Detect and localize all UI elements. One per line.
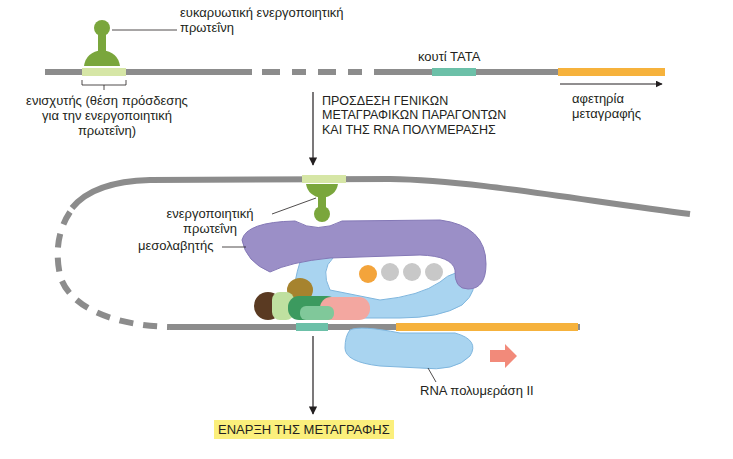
dna-loop xyxy=(58,179,690,327)
tata-box xyxy=(296,323,328,331)
protein-label: ευκαρυωτική ενεργοποιητική πρωτεΐνη xyxy=(180,6,348,36)
dna-top xyxy=(45,68,665,84)
enhancer xyxy=(302,175,346,183)
mediator xyxy=(242,220,486,289)
step-arrow xyxy=(312,92,313,165)
leader-line xyxy=(428,368,436,382)
step-label: ΠΡΟΣΔΕΣΗ ΓΕΝΙΚΩΝ ΜΕΤΑΓΡΑΦΙΚΩΝ ΠΑΡΑΓΟΝΤΩΝ… xyxy=(322,94,522,137)
start-site xyxy=(396,323,578,331)
protein-label: ενεργοποιητική πρωτεΐνη xyxy=(150,207,270,237)
activator-protein xyxy=(84,20,120,66)
transcription-factors xyxy=(254,263,443,320)
mediator-label: μεσολαβητής xyxy=(138,239,228,254)
leader-line xyxy=(272,198,316,214)
enhancer-label: ενισχυτής (θέση πρόσδεσης για την ενεργο… xyxy=(22,94,192,139)
activator-protein-bound xyxy=(306,184,338,222)
polymerase-label: RNA πολυμεράση II xyxy=(420,384,580,399)
direction-arrow xyxy=(490,344,517,368)
leader-line xyxy=(222,247,246,248)
start-site-label: αφετηρία μεταγραφής xyxy=(572,92,672,122)
result-text: ΕΝΑΡΞΗ ΤΗΣ ΜΕΤΑΓΡΑΦΗΣ xyxy=(218,422,390,437)
bracket xyxy=(82,80,126,90)
result-box: ΕΝΑΡΞΗ ΤΗΣ ΜΕΤΑΓΡΑΦΗΣ xyxy=(214,420,394,439)
leader-line xyxy=(112,30,177,31)
tata-label: κουτί ΤΑΤΑ xyxy=(418,50,528,65)
step-arrow xyxy=(312,336,313,414)
